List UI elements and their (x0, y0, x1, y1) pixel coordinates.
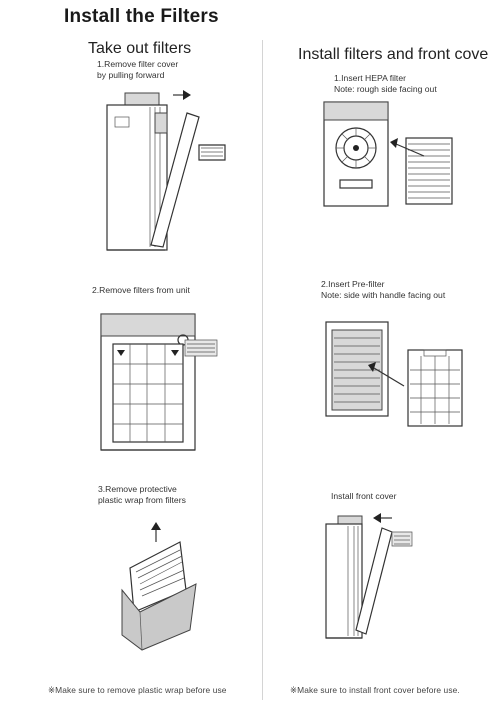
left-step-1-line-2: by pulling forward (97, 70, 165, 80)
right-step-2-text: 2.Insert Pre-filter Note: side with hand… (321, 279, 445, 301)
page-title: Install the Filters (64, 6, 219, 27)
right-step-2-line-2: Note: side with handle facing out (321, 290, 446, 300)
right-step-1-line-2: Note: rough side facing out (334, 84, 437, 94)
left-step-3-line-1: 3.Remove protective (98, 484, 177, 494)
right-step-3-text: Install front cover (331, 491, 396, 502)
right-footnote: ※Make sure to install front cover before… (290, 685, 460, 695)
left-step-2-line-1: 2.Remove filters from unit (92, 285, 190, 295)
left-column-heading: Take out filters (88, 40, 192, 57)
right-step-1-line-1: 1.Insert HEPA filter (334, 73, 406, 83)
left-step-3-text: 3.Remove protective plastic wrap from fi… (98, 484, 186, 506)
insert-arrow-icon-2 (373, 367, 405, 387)
right-column-heading: Install filters and front cove (298, 46, 489, 63)
pull-arrow-head (183, 90, 191, 100)
right-step-3-line-1: Install front cover (331, 491, 397, 501)
right-step-1-text: 1.Insert HEPA filter Note: rough side fa… (334, 73, 437, 95)
left-step-3-line-2: plastic wrap from filters (98, 495, 186, 505)
remove-filters-illustration (100, 313, 218, 451)
unwrap-filter-illustration (121, 522, 197, 651)
insert-arrow-icon (395, 143, 425, 157)
column-divider (262, 40, 263, 700)
insert-hepa-illustration (323, 101, 453, 207)
remove-cover-illustration (106, 90, 226, 251)
insert-prefilter-illustration (325, 321, 463, 427)
left-step-2-text: 2.Remove filters from unit (92, 285, 190, 296)
left-step-1-text: 1.Remove filter cover by pulling forward (97, 59, 178, 81)
right-step-2-line-1: 2.Insert Pre-filter (321, 279, 385, 289)
install-cover-illustration (325, 513, 413, 639)
left-footnote: ※Make sure to remove plastic wrap before… (48, 685, 227, 695)
left-step-1-line-1: 1.Remove filter cover (97, 59, 179, 69)
